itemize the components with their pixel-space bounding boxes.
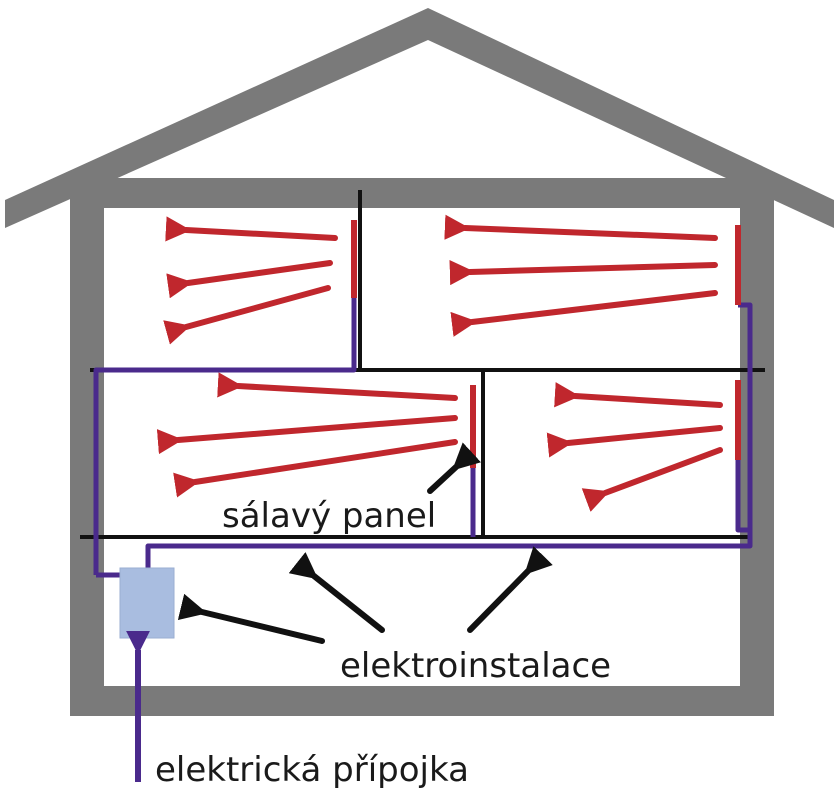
room-dividers xyxy=(80,190,765,539)
heat-arrow xyxy=(449,259,718,286)
pointer-arrows xyxy=(177,442,553,644)
label-wiring: elektroinstalace xyxy=(340,646,611,686)
label-radiant-panel: sálavý panel xyxy=(222,496,436,536)
label-power-connection: elektrická přípojka xyxy=(155,750,469,790)
heat-arrow xyxy=(173,439,458,498)
house-wall-right xyxy=(740,178,774,716)
electrical-wiring xyxy=(93,295,753,590)
heat-arrow xyxy=(554,382,723,408)
heat-arrow xyxy=(166,260,333,299)
heat-arrow xyxy=(156,415,458,455)
heat-arrow xyxy=(444,214,718,241)
distribution-box xyxy=(119,567,175,639)
cable xyxy=(145,302,753,568)
pointer-arrow xyxy=(288,551,385,633)
cable xyxy=(93,295,357,575)
heat-arrow xyxy=(450,290,718,337)
house-wall-left xyxy=(70,178,104,716)
heat-arrow xyxy=(581,447,723,512)
heat-arrow xyxy=(165,216,338,242)
house-floor xyxy=(70,686,774,716)
pointer-arrow xyxy=(427,442,482,494)
house-outline xyxy=(5,8,834,716)
heat-arrow xyxy=(163,285,331,345)
pointer-arrow xyxy=(177,593,325,644)
heat-arrow xyxy=(217,372,458,401)
cable xyxy=(735,458,750,533)
radiant-panels xyxy=(351,220,741,468)
heat-arrows xyxy=(156,214,723,512)
house-ceiling xyxy=(70,178,774,208)
pointer-arrow xyxy=(467,546,553,633)
heat-arrow xyxy=(546,425,723,458)
